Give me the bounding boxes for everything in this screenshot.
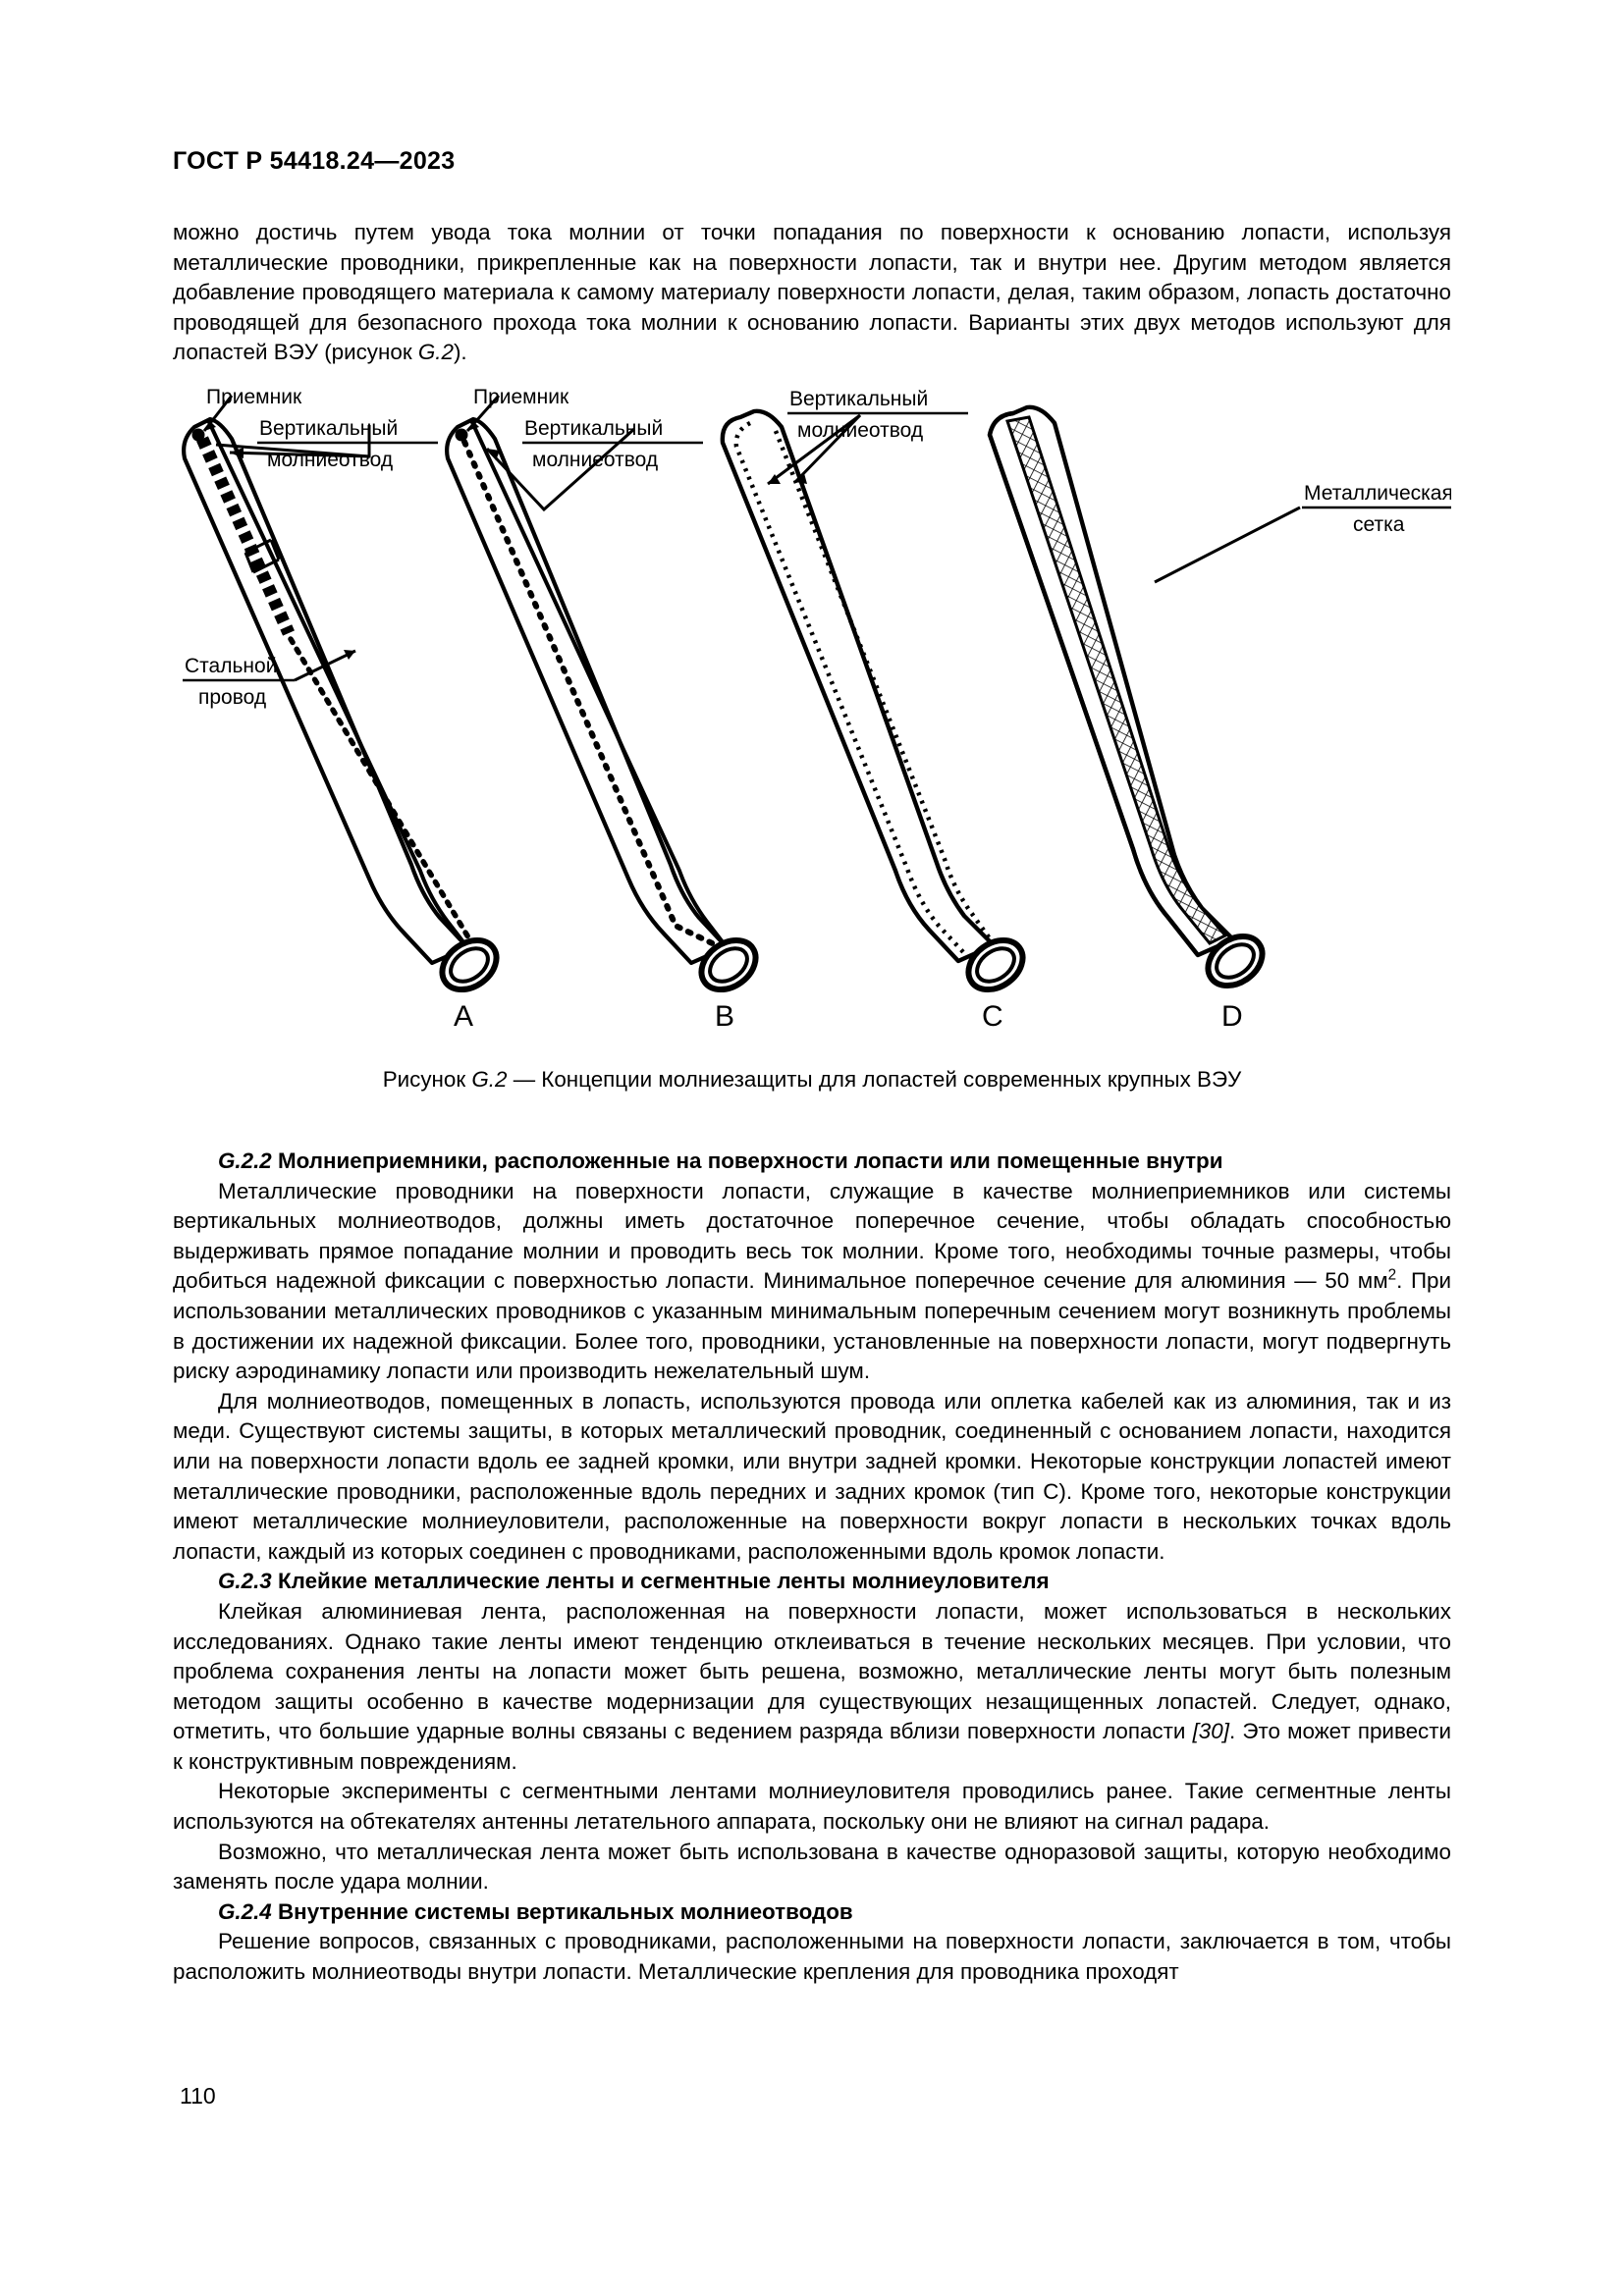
receiver-point-b	[455, 428, 468, 442]
label-metal-mesh-line2: сетка	[1353, 513, 1405, 536]
paragraph-g22-1-sup: 2	[1387, 1266, 1397, 1284]
label-vertical-rod-a-line1: Вертикальный	[259, 417, 398, 440]
paragraph-g22-2: Для молниеотводов, помещенных в лопасть,…	[173, 1388, 1451, 1564]
label-vertical-rod-a-line2: молниеотвод	[267, 449, 393, 471]
heading-g24: G.2.4 Внутренние системы вертикальных мо…	[173, 1897, 1451, 1928]
figure-caption-number: G.2	[471, 1067, 508, 1092]
steel-wire-a	[288, 636, 480, 955]
surface-conductor-a	[196, 436, 295, 636]
paragraph-g22-1-pre: Металлические проводники на поверхности …	[173, 1178, 1451, 1294]
blade-root-a	[439, 936, 500, 993]
heading-g24-title: Внутренние системы вертикальных молниеот…	[278, 1898, 853, 1924]
paragraph-g23-2: Некоторые эксперименты с сегментными лен…	[173, 1779, 1451, 1835]
heading-g24-number: G.2.4	[218, 1898, 272, 1924]
label-steel-wire-line1: Стальной	[185, 655, 277, 677]
label-vertical-rod-c-line1: Вертикальный	[789, 388, 928, 410]
intro-paragraph: можно достичь путем увода тока молнии от…	[173, 218, 1451, 368]
label-vertical-rod-c-line2: молниеотвод	[797, 419, 923, 442]
figure-caption-text: — Концепции молниезащиты для лопастей со…	[507, 1067, 1242, 1092]
figure-caption: Рисунок G.2 — Концепции молниезащиты для…	[173, 1065, 1451, 1095]
intro-figure-ref: G.2	[417, 340, 454, 365]
label-vertical-rod-b-line2: молниеотвод	[532, 449, 658, 471]
heading-g22-title: Молниеприемники, расположенные на поверх…	[278, 1148, 1223, 1173]
heading-g23: G.2.3 Клейкие металлические ленты и сегм…	[173, 1567, 1451, 1597]
label-vertical-rod-b-line1: Вертикальный	[524, 417, 663, 440]
internal-conductor-b	[461, 439, 731, 954]
heading-g23-title: Клейкие металлические ленты и сегментные…	[278, 1569, 1050, 1594]
label-metal-mesh-line1: Металлическая	[1304, 482, 1451, 505]
paragraph-g23-1: Клейкая алюминиевая лента, расположенная…	[173, 1597, 1451, 1778]
blade-label-c: C	[982, 1000, 1003, 1033]
blade-label-d: D	[1221, 1000, 1243, 1033]
paragraph-g23-3: Возможно, что металлическая лента может …	[173, 1839, 1451, 1895]
figure-caption-prefix: Рисунок	[382, 1067, 472, 1092]
sections-block: G.2.2 Молниеприемники, расположенные на …	[173, 1147, 1451, 1988]
page-number: 110	[180, 2083, 216, 2109]
blade-root-b	[698, 936, 759, 993]
blade-c	[720, 408, 1026, 993]
paragraph-g23-1-post: . Это может привести к конструктивным по…	[173, 1719, 1451, 1774]
paragraph-g24-1: Решение вопросов, связанных с проводника…	[173, 1929, 1451, 1985]
intro-text-tail: ).	[453, 340, 467, 365]
blade-label-a: A	[454, 1000, 473, 1033]
document-header: ГОСТ Р 54418.24—2023	[173, 147, 456, 175]
heading-g23-number: G.2.3	[218, 1569, 272, 1594]
label-receiver-b: Приемник	[473, 388, 569, 408]
label-steel-wire-line2: провод	[198, 686, 266, 709]
blade-root-d	[1205, 933, 1266, 989]
blade-label-b: B	[715, 1000, 734, 1033]
figure-g2-drawing: Приемник Вертикальный молниеотвод Приемн…	[182, 388, 1451, 1033]
heading-g22-number: G.2.2	[218, 1148, 272, 1173]
heading-g22: G.2.2 Молниеприемники, расположенные на …	[173, 1147, 1451, 1177]
blade-d	[987, 404, 1266, 989]
paragraph-g23-1-pre: Клейкая алюминиевая лента, расположенная…	[173, 1598, 1451, 1744]
label-receiver-a: Приемник	[206, 388, 302, 408]
receiver-point-a	[191, 428, 205, 442]
blade-a	[182, 416, 500, 993]
paragraph-g23-1-ref: [30]	[1192, 1719, 1229, 1744]
blade-root-c	[965, 936, 1026, 993]
paragraph-g22-1: Металлические проводники на поверхности …	[173, 1177, 1451, 1387]
paragraph-g22-1-post: . При использовании металлических провод…	[173, 1268, 1451, 1384]
figure-g2: Приемник Вертикальный молниеотвод Приемн…	[173, 388, 1451, 1075]
blade-b	[445, 416, 759, 993]
intro-block: можно достичь путем увода тока молнии от…	[173, 218, 1451, 368]
intro-text: можно достичь путем увода тока молнии от…	[173, 220, 1451, 365]
